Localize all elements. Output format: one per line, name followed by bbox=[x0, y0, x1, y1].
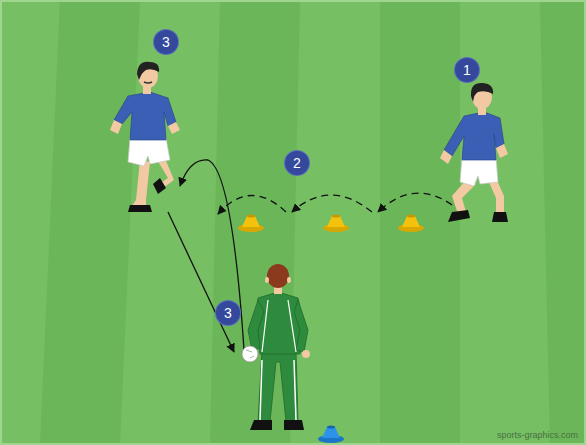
yellow-cones bbox=[238, 215, 424, 233]
callout-number: 3 bbox=[154, 30, 178, 54]
hop-arrows bbox=[218, 193, 452, 214]
callout-number: 2 bbox=[285, 151, 309, 175]
callout-number: 1 bbox=[455, 58, 479, 82]
player-figure bbox=[110, 62, 180, 212]
coach-figure bbox=[242, 264, 310, 430]
grass-stripes bbox=[40, 0, 586, 445]
player-figure bbox=[440, 83, 508, 222]
blue-cone bbox=[318, 426, 344, 444]
pass-arrows bbox=[168, 150, 244, 352]
watermark: sports-graphics.com bbox=[497, 430, 578, 440]
callout-number: 3 bbox=[216, 301, 240, 325]
